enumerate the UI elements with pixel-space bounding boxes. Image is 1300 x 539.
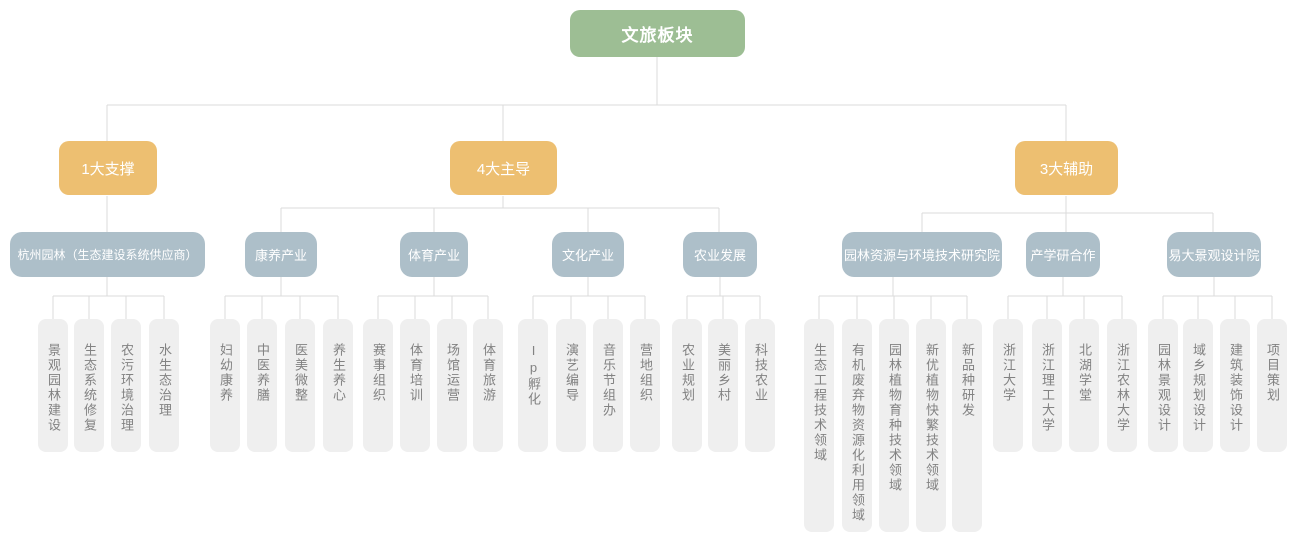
branch-four-leading: 4大主导 [450,141,557,195]
group-yida-design-institute: 易大景观设计院 [1167,232,1261,277]
leaf-node: 养生养心 [323,319,353,452]
leaf-node: Ip孵化 [518,319,548,452]
branch-three-auxiliary: 3大辅助 [1015,141,1118,195]
group-culture-industry: 文化产业 [552,232,624,277]
leaf-node: 农污环境治理 [111,319,141,452]
leaf-node: 美丽乡村 [708,319,738,452]
leaf-node: 有机废弃物资源化利用领域 [842,319,872,532]
leaf-node: 域乡规划设计 [1183,319,1213,452]
group-hangzhou-garden: 杭州园林（生态建设系统供应商） [10,232,205,277]
group-research-institute: 园林资源与环境技术研究院 [842,232,1002,277]
leaf-node: 场馆运营 [437,319,467,452]
leaf-node: 水生态治理 [149,319,179,452]
leaf-node: 浙江大学 [993,319,1023,452]
group-agriculture-development: 农业发展 [683,232,757,277]
branch-one-support: 1大支撑 [59,141,157,195]
leaf-node: 生态系统修复 [74,319,104,452]
leaf-node: 园林景观设计 [1148,319,1178,452]
group-industry-academia: 产学研合作 [1026,232,1100,277]
leaf-node: 生态工程技术领域 [804,319,834,532]
leaf-node: 建筑装饰设计 [1220,319,1250,452]
leaf-node: 医美微整 [285,319,315,452]
leaf-node: 新优植物快繁技术领域 [916,319,946,532]
root-node-culture-tourism: 文旅板块 [570,10,745,57]
leaf-node: 科技农业 [745,319,775,452]
leaf-node: 农业规划 [672,319,702,452]
leaf-node: 体育旅游 [473,319,503,452]
leaf-node: 营地组织 [630,319,660,452]
leaf-node: 演艺编导 [556,319,586,452]
leaf-node: 项目策划 [1257,319,1287,452]
leaf-node: 浙江农林大学 [1107,319,1137,452]
leaf-node: 浙江理工大学 [1032,319,1062,452]
leaf-node: 中医养膳 [247,319,277,452]
leaf-node: 园林植物育种技术领域 [879,319,909,532]
leaf-node: 景观园林建设 [38,319,68,452]
group-health-industry: 康养产业 [245,232,317,277]
leaf-node: 体育培训 [400,319,430,452]
leaf-node: 赛事组织 [363,319,393,452]
group-sports-industry: 体育产业 [400,232,468,277]
leaf-node: 北湖学堂 [1069,319,1099,452]
leaf-node: 妇幼康养 [210,319,240,452]
leaf-node: 新品种研发 [952,319,982,532]
leaf-node: 音乐节组办 [593,319,623,452]
